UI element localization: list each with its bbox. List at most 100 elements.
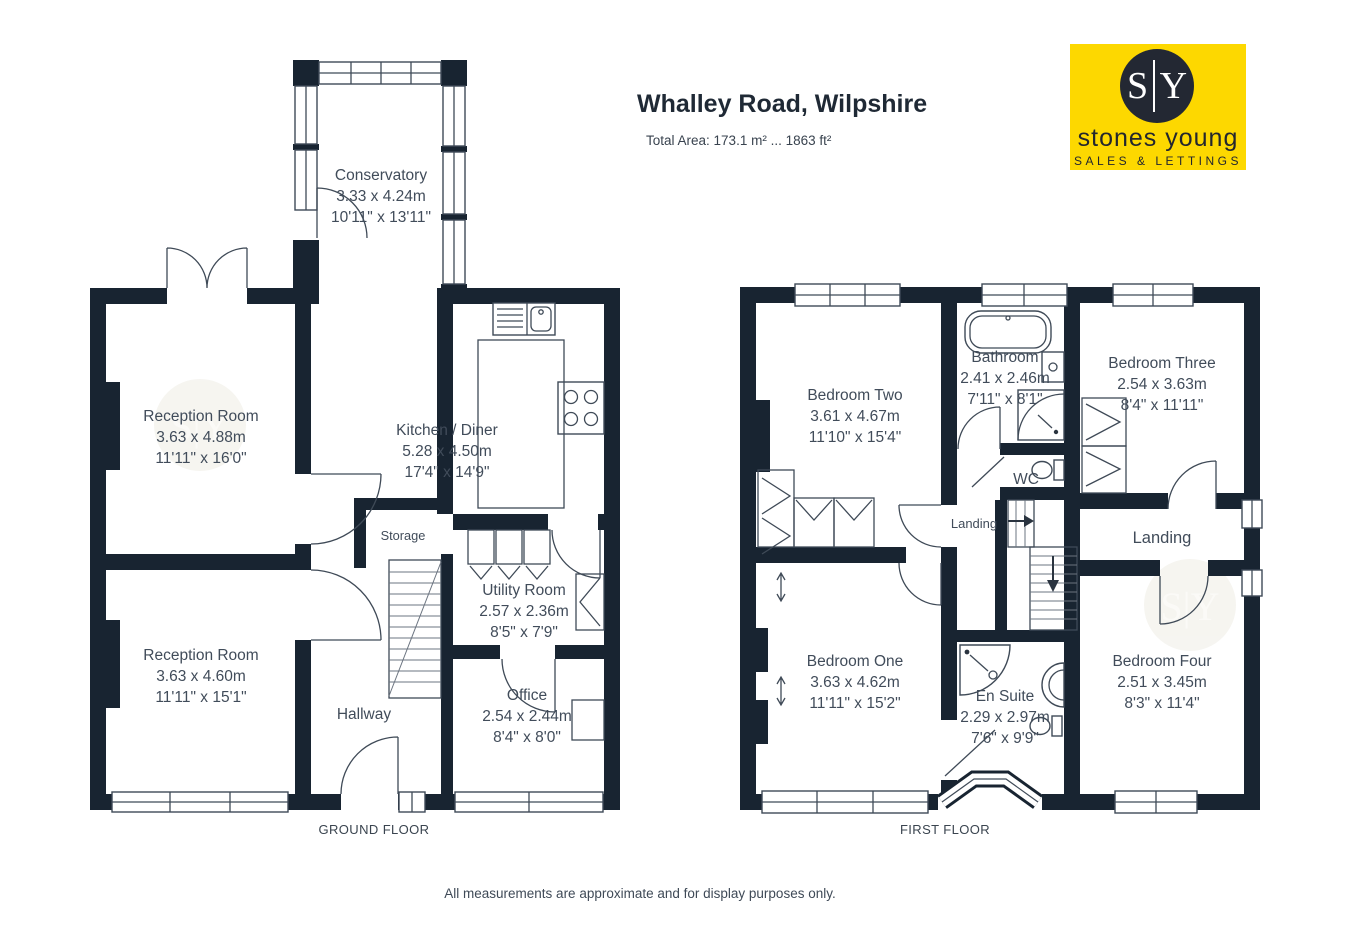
logo-divider-bar xyxy=(1153,60,1155,112)
watermark-logo: S|Y S|Y xyxy=(154,379,1236,651)
svg-text:Bathroom: Bathroom xyxy=(971,349,1038,366)
reception-two-door-arc xyxy=(310,569,382,641)
utility-door-arc xyxy=(551,529,601,579)
svg-text:Conservatory: Conservatory xyxy=(335,167,427,184)
bedroom-one-door-arc xyxy=(898,562,942,606)
logo-monogram-y: Y xyxy=(1159,65,1188,107)
ensuite-shower-icon xyxy=(959,644,1011,696)
svg-text:5.28 x 4.50m: 5.28 x 4.50m xyxy=(402,443,492,460)
room-label-office: Office 2.54 x 2.44m 8'4" x 8'0" xyxy=(482,687,572,746)
bedroom-three-wardrobes xyxy=(1081,397,1127,494)
agency-logo: S Y stones young SALES & LETTINGS xyxy=(1070,44,1246,170)
bathtub-icon xyxy=(964,310,1052,354)
bedroom-two-wardrobes xyxy=(757,469,875,555)
svg-text:11'10" x 15'4": 11'10" x 15'4" xyxy=(809,429,901,446)
svg-text:10'11" x 13'11": 10'11" x 13'11" xyxy=(331,209,431,226)
room-label-landing-small: Landing xyxy=(951,516,997,531)
staircase-ground xyxy=(388,559,442,699)
room-label-hallway: Hallway xyxy=(337,706,392,723)
svg-text:Utility Room: Utility Room xyxy=(482,582,566,599)
svg-text:S|Y: S|Y xyxy=(1160,584,1219,629)
svg-text:8'4" x 11'11": 8'4" x 11'11" xyxy=(1121,397,1204,414)
room-label-bedroom-three: Bedroom Three 2.54 x 3.63m 8'4" x 11'11" xyxy=(1108,355,1215,414)
front-door-arc xyxy=(340,736,399,795)
svg-text:3.63 x 4.62m: 3.63 x 4.62m xyxy=(810,674,900,691)
svg-text:7'6" x 9'9": 7'6" x 9'9" xyxy=(971,730,1039,747)
bedroom-one-window-arrows xyxy=(776,571,786,707)
room-label-conservatory: Conservatory 3.33 x 4.24m 10'11" x 13'11… xyxy=(331,167,431,226)
svg-text:2.29 x 2.97m: 2.29 x 2.97m xyxy=(960,709,1050,726)
svg-text:S|Y: S|Y xyxy=(170,404,229,449)
svg-text:Bedroom Two: Bedroom Two xyxy=(807,387,902,404)
reception-one-door-arc xyxy=(310,473,382,545)
svg-text:2.54 x 3.63m: 2.54 x 3.63m xyxy=(1117,376,1207,393)
svg-text:11'11" x 15'2": 11'11" x 15'2" xyxy=(809,695,900,712)
room-label-bedroom-four: Bedroom Four 2.51 x 3.45m 8'3" x 11'4" xyxy=(1112,653,1211,712)
staircase-first xyxy=(1007,499,1078,631)
office-table xyxy=(571,699,605,741)
bathroom-shower-icon xyxy=(1017,389,1065,441)
logo-name: stones young xyxy=(1077,124,1239,152)
ground-floor-openings xyxy=(167,288,598,810)
utility-cabinets xyxy=(467,529,605,631)
first-floor-plan: Bedroom Two 3.61 x 4.67m 11'10" x 15'4" … xyxy=(740,283,1263,814)
room-label-storage: Storage xyxy=(381,528,426,543)
logo-tagline: SALES & LETTINGS xyxy=(1073,154,1243,168)
wc-door-leaf xyxy=(971,456,1005,488)
svg-text:11'11" x 16'0": 11'11" x 16'0" xyxy=(155,450,246,467)
bedroom-four-door-arc xyxy=(1159,575,1209,625)
kitchen-sink-icon xyxy=(492,302,556,336)
room-label-landing: Landing xyxy=(1133,529,1192,547)
bedroom-two-door-arc xyxy=(898,504,942,548)
svg-text:7'11" x 8'1": 7'11" x 8'1" xyxy=(967,391,1042,408)
svg-text:2.51 x 3.45m: 2.51 x 3.45m xyxy=(1117,674,1207,691)
svg-text:8'4" x 8'0": 8'4" x 8'0" xyxy=(493,729,561,746)
french-doors-arc xyxy=(166,247,248,289)
room-label-bathroom: Bathroom 2.41 x 2.46m 7'11" x 8'1" xyxy=(960,349,1050,408)
logo-monogram-s: S xyxy=(1126,65,1149,107)
svg-text:Reception Room: Reception Room xyxy=(143,408,258,425)
room-label-wc: WC xyxy=(1013,471,1039,488)
svg-text:17'4" x 14'9": 17'4" x 14'9" xyxy=(404,464,489,481)
room-label-reception-two: Reception Room 3.63 x 4.60m 11'11" x 15'… xyxy=(143,647,258,706)
ensuite-sink-icon xyxy=(1041,662,1065,708)
room-label-utility: Utility Room 2.57 x 2.36m 8'5" x 7'9" xyxy=(479,582,569,641)
svg-text:Office: Office xyxy=(507,687,547,704)
ground-floor-plan: Conservatory 3.33 x 4.24m 10'11" x 13'11… xyxy=(90,60,620,813)
svg-text:Bedroom Four: Bedroom Four xyxy=(1112,653,1211,670)
svg-text:8'3" x 11'4": 8'3" x 11'4" xyxy=(1124,695,1199,712)
svg-text:Reception Room: Reception Room xyxy=(143,647,258,664)
svg-text:8'5" x 7'9": 8'5" x 7'9" xyxy=(490,624,558,641)
ensuite-door-leaf xyxy=(944,729,996,777)
svg-text:3.61 x 4.67m: 3.61 x 4.67m xyxy=(810,408,900,425)
svg-text:11'11" x 15'1": 11'11" x 15'1" xyxy=(155,689,246,706)
svg-text:3.63 x 4.60m: 3.63 x 4.60m xyxy=(156,668,246,685)
svg-text:Kitchen / Diner: Kitchen / Diner xyxy=(396,422,498,439)
room-label-reception-one: Reception Room 3.63 x 4.88m 11'11" x 16'… xyxy=(143,408,258,467)
disclaimer-text: All measurements are approximate and for… xyxy=(444,886,836,901)
svg-text:2.41 x 2.46m: 2.41 x 2.46m xyxy=(960,370,1050,387)
ground-floor-windows xyxy=(111,61,604,813)
hob-icon xyxy=(557,381,605,435)
bathroom-sink-icon xyxy=(1041,351,1065,383)
room-label-ensuite: En Suite 2.29 x 2.97m 7'6" x 9'9" xyxy=(960,688,1050,747)
svg-text:3.63 x 4.88m: 3.63 x 4.88m xyxy=(156,429,246,446)
first-floor-windows xyxy=(761,283,1263,814)
bedroom-three-door-arc xyxy=(1167,460,1217,510)
conservatory-door-arc xyxy=(316,187,368,239)
bay-window xyxy=(937,770,1043,810)
room-label-bedroom-one: Bedroom One 3.63 x 4.62m 11'11" x 15'2" xyxy=(807,653,904,712)
total-area-text: Total Area: 173.1 m² ... 1863 ft² xyxy=(646,133,832,148)
bathroom-door-arc xyxy=(957,406,1001,450)
ground-floor-doors xyxy=(166,187,601,795)
first-floor-doors xyxy=(898,406,1217,777)
logo-monogram-circle: S Y xyxy=(1120,49,1194,123)
page-title: Whalley Road, Wilpshire xyxy=(637,90,928,118)
first-floor-label: FIRST FLOOR xyxy=(899,822,991,837)
room-label-bedroom-two: Bedroom Two 3.61 x 4.67m 11'10" x 15'4" xyxy=(807,387,902,446)
svg-text:Bedroom Three: Bedroom Three xyxy=(1108,355,1215,372)
svg-text:3.33 x 4.24m: 3.33 x 4.24m xyxy=(336,188,426,205)
wc-toilet-icon xyxy=(1031,459,1065,481)
room-label-kitchen-diner: Kitchen / Diner 5.28 x 4.50m 17'4" x 14'… xyxy=(396,422,498,481)
